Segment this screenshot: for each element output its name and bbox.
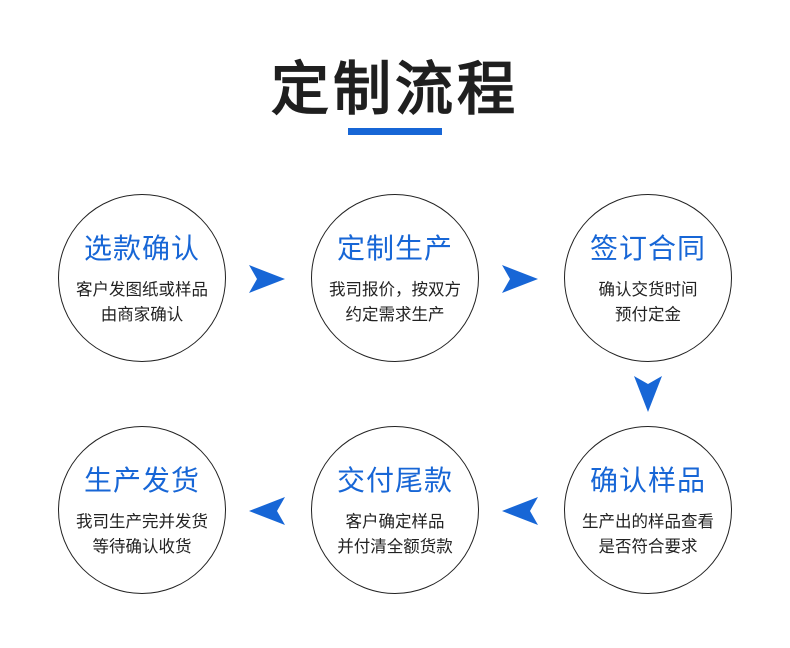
step-title: 选款确认 <box>83 232 200 265</box>
step-desc-line: 约定需求生产 <box>345 305 445 324</box>
step-desc-line: 并付清全额货款 <box>337 537 453 556</box>
arrow-left-icon <box>249 497 285 525</box>
step-desc-line: 客户确定样品 <box>345 512 445 531</box>
step-desc-line: 客户发图纸或样品 <box>76 280 208 299</box>
step-title: 定制生产 <box>336 232 453 265</box>
arrow-right-icon <box>249 265 285 293</box>
step-sign-contract: 签订合同 确认交货时间 预付定金 <box>564 194 732 362</box>
step-desc-line: 预付定金 <box>615 305 681 324</box>
step-final-payment: 交付尾款 客户确定样品 并付清全额货款 <box>311 426 479 594</box>
step-desc-line: 由商家确认 <box>100 305 184 324</box>
step-desc-line: 是否符合要求 <box>598 537 698 556</box>
step-description: 客户发图纸或样品 由商家确认 <box>65 277 219 327</box>
title-underline <box>348 128 442 135</box>
step-desc-line: 我司报价，按双方 <box>329 280 461 299</box>
arrow-down-icon <box>634 376 662 412</box>
step-confirm-sample: 确认样品 生产出的样品查看 是否符合要求 <box>564 426 732 594</box>
arrow-right-icon <box>502 265 538 293</box>
step-description: 我司生产完并发货 等待确认收货 <box>65 509 219 559</box>
step-desc-line: 生产出的样品查看 <box>582 512 714 531</box>
step-description: 我司报价，按双方 约定需求生产 <box>318 277 472 327</box>
step-description: 客户确定样品 并付清全额货款 <box>318 509 472 559</box>
step-select-confirm: 选款确认 客户发图纸或样品 由商家确认 <box>58 194 226 362</box>
step-title: 签订合同 <box>589 232 706 265</box>
step-title: 生产发货 <box>83 464 200 497</box>
step-description: 确认交货时间 预付定金 <box>571 277 725 327</box>
arrow-left-icon <box>502 497 538 525</box>
step-desc-line: 等待确认收货 <box>92 537 192 556</box>
step-custom-production: 定制生产 我司报价，按双方 约定需求生产 <box>311 194 479 362</box>
step-ship: 生产发货 我司生产完并发货 等待确认收货 <box>58 426 226 594</box>
page-title: 定制流程 <box>270 55 519 123</box>
step-description: 生产出的样品查看 是否符合要求 <box>571 509 725 559</box>
step-desc-line: 我司生产完并发货 <box>76 512 208 531</box>
step-desc-line: 确认交货时间 <box>598 280 698 299</box>
step-title: 交付尾款 <box>336 464 453 497</box>
step-title: 确认样品 <box>589 464 706 497</box>
